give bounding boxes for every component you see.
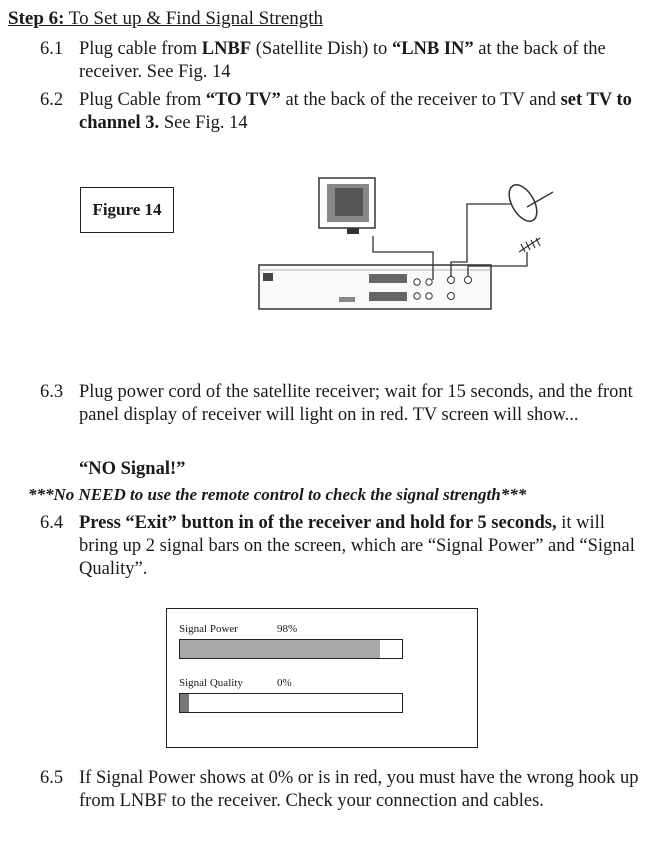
text-run-bold: “TO TV”	[205, 90, 281, 110]
signal-quality-label: Signal Quality	[179, 677, 243, 689]
no-signal-message: “NO Signal!”	[79, 459, 186, 479]
signal-power-bar	[179, 639, 403, 659]
text-run: at the back of the receiver. See Fig. 14	[79, 39, 606, 82]
connection-diagram-svg	[258, 177, 554, 310]
step-number: 6.1	[40, 39, 64, 59]
antenna-illustration	[518, 237, 541, 253]
signal-power-value: 98%	[277, 623, 298, 635]
step-number: 6.4	[40, 513, 64, 533]
step-label: Step 6:	[8, 8, 65, 29]
text-run: Plug Cable from	[79, 90, 206, 110]
text-run: at the back of the receiver to TV and	[280, 90, 561, 110]
step-text: Press “Exit” button in of the receiver a…	[79, 512, 639, 581]
section-heading: Step 6: To Set up & Find Signal Strength	[8, 8, 323, 30]
step-number: 6.5	[40, 768, 64, 788]
text-run-bold: “LNB IN”	[391, 39, 474, 59]
cables	[372, 203, 528, 280]
text-run: Plug cable from	[79, 39, 202, 59]
text-run-bold: Press “Exit” button in of the receiver a…	[79, 513, 557, 533]
step-text: Plug Cable from “TO TV” at the back of t…	[79, 89, 639, 135]
text-run-bold: set TV to channel 3.	[79, 90, 632, 133]
satellite-dish-illustration	[508, 184, 554, 222]
step-title: To Set up & Find Signal Strength	[68, 8, 324, 29]
signal-quality-value: 0%	[277, 677, 292, 689]
signal-quality-bar	[179, 693, 403, 713]
step-text: Plug cable from LNBF (Satellite Dish) to…	[79, 38, 639, 84]
signal-quality-bar-fill	[180, 694, 189, 712]
remote-note: ***No NEED to use the remote control to …	[28, 485, 527, 504]
signal-power-label: Signal Power	[179, 623, 238, 635]
step-text: If Signal Power shows at 0% or is in red…	[79, 768, 639, 811]
text-run: See Fig. 14	[159, 113, 248, 133]
text-run: it will bring up 2 signal bars on the sc…	[79, 513, 635, 579]
signal-power-bar-fill	[180, 640, 380, 658]
receiver-illustration	[258, 264, 492, 310]
step-number: 6.2	[40, 90, 64, 110]
tv-illustration	[318, 177, 376, 234]
text-run-bold: LNBF	[201, 39, 252, 59]
signal-strength-panel: Signal Power 98% Signal Quality 0%	[166, 608, 478, 748]
connection-diagram	[255, 170, 565, 320]
figure-label: Figure 14	[80, 187, 174, 233]
step-number: 6.3	[40, 382, 64, 402]
step-text: Plug power cord of the satellite receive…	[79, 382, 633, 425]
text-run: (Satellite Dish) to	[251, 39, 392, 59]
